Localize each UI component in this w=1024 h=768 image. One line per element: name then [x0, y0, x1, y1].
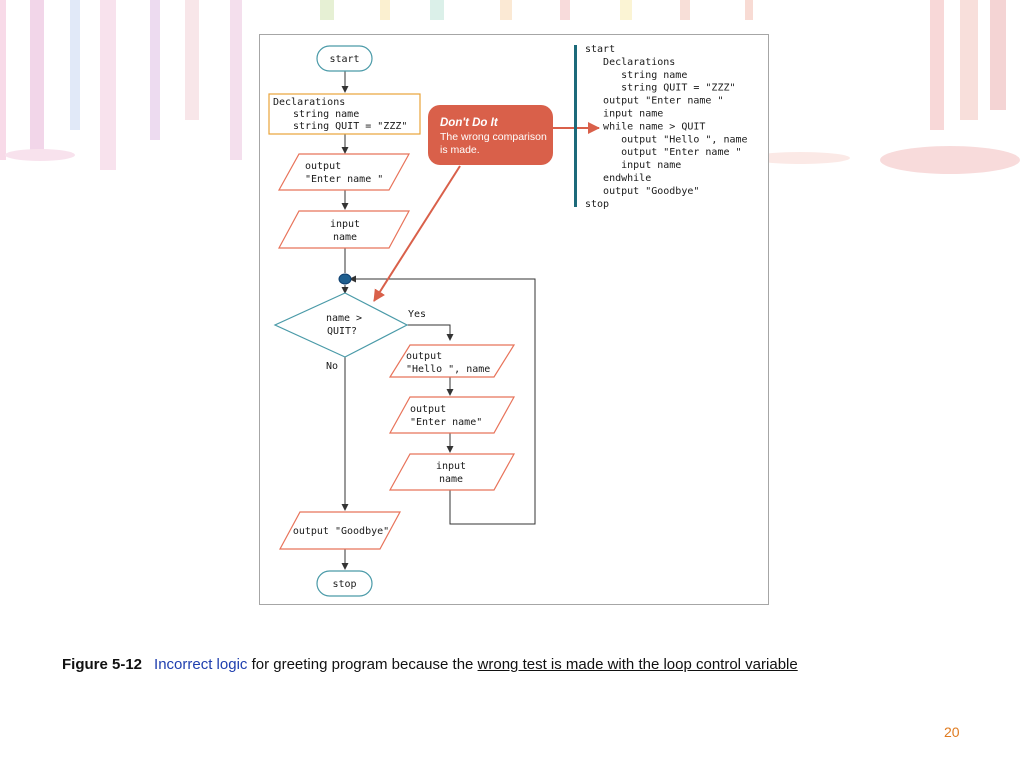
pseudocode-line: output "Enter name "	[585, 147, 742, 158]
deco-streak	[320, 0, 334, 20]
decision-text-line: QUIT?	[327, 326, 357, 337]
io-parallelogram-shape	[388, 453, 516, 491]
deco-glass-base	[880, 146, 1020, 174]
output-enter-name-loop-step: output "Enter name"	[388, 396, 516, 434]
io-text-line: name	[333, 232, 357, 243]
deco-streak	[620, 0, 632, 20]
deco-streak	[30, 0, 44, 150]
figure-frame: start Declarations string name string QU…	[259, 34, 769, 605]
caption-underlined: wrong test is made with the loop control…	[477, 656, 798, 673]
io-parallelogram-shape	[388, 344, 516, 378]
deco-streak	[430, 0, 444, 20]
pseudocode-line: output "Hello ", name	[585, 134, 748, 145]
start-label: start	[329, 54, 359, 65]
pseudocode-line: string QUIT = "ZZZ"	[585, 83, 736, 94]
callout-text-line: is made.	[440, 144, 480, 156]
deco-streak	[70, 0, 80, 130]
loop-back-connector	[349, 275, 536, 525]
io-text-line: name	[439, 474, 463, 485]
pseudocode-line: stop	[585, 199, 609, 210]
callout-box	[428, 105, 553, 165]
yes-branch-connector	[407, 324, 454, 341]
page-number: 20	[944, 724, 960, 740]
io-text-line: "Hello ", name	[406, 364, 490, 375]
pseudocode-line: output "Enter name "	[585, 96, 723, 107]
io-text-line: "Enter name "	[305, 174, 383, 185]
io-parallelogram-shape	[388, 396, 516, 434]
start-terminal: start	[316, 45, 373, 72]
stop-terminal-shape	[316, 570, 373, 597]
io-text-line: output "Goodbye"	[293, 526, 389, 537]
declarations-box: Declarations string name string QUIT = "…	[268, 93, 421, 135]
input-name-step: input name	[277, 210, 411, 249]
pseudocode-line: string name	[585, 70, 687, 81]
io-text-line: input	[436, 461, 466, 472]
deco-streak	[0, 0, 6, 160]
io-text-line: output	[305, 161, 341, 172]
pseudocode-line: while name > QUIT	[585, 121, 705, 132]
declarations-box-shape	[268, 93, 421, 135]
io-text-line: "Enter name"	[410, 417, 482, 428]
io-text-line: output	[406, 351, 442, 362]
yes-label: Yes	[408, 309, 426, 320]
pseudocode-line: endwhile	[585, 173, 651, 184]
io-parallelogram-shape	[277, 153, 411, 191]
deco-streak	[960, 0, 978, 120]
io-parallelogram-shape	[277, 210, 411, 249]
dont-do-it-callout: Don't Do It The wrong comparison is made…	[373, 105, 600, 302]
deco-streak	[990, 0, 1006, 110]
pseudocode-line: output "Goodbye"	[585, 186, 699, 197]
deco-streak	[680, 0, 690, 20]
flowchart-diagram: start Declarations string name string QU…	[268, 44, 748, 597]
stop-terminal: stop	[316, 570, 373, 597]
callout-text-line: The wrong comparison	[440, 131, 547, 143]
flow-connectors	[341, 71, 536, 570]
pseudocode-block: start Declarations string name string QU…	[574, 44, 748, 210]
callout-title: Don't Do It	[440, 117, 499, 129]
decision-diamond-shape	[273, 292, 409, 358]
caption-highlight: Incorrect logic	[154, 656, 248, 673]
deco-streak	[150, 0, 160, 140]
output-enter-name-step: output "Enter name "	[277, 153, 411, 191]
deco-glass-base	[5, 149, 75, 161]
declarations-line: string name	[293, 109, 359, 120]
decision-diamond: name > QUIT?	[273, 292, 409, 358]
pseudocode-line: input name	[585, 109, 663, 120]
output-goodbye-step: output "Goodbye"	[278, 511, 402, 550]
declarations-line: string QUIT = "ZZZ"	[293, 121, 407, 132]
caption-text: for greeting program because the	[247, 656, 478, 673]
pseudocode-line: Declarations	[585, 57, 675, 68]
pseudocode-bar	[574, 45, 577, 207]
no-label: No	[326, 361, 338, 372]
loop-connector-dot	[338, 273, 352, 285]
deco-streak	[380, 0, 390, 20]
io-text-line: output	[410, 404, 446, 415]
deco-streak	[930, 0, 944, 130]
output-hello-step: output "Hello ", name	[388, 344, 516, 378]
pseudocode-lines: start Declarations string name string QU…	[585, 44, 748, 210]
callout-arrow-to-decision	[373, 165, 461, 302]
deco-streak	[185, 0, 199, 120]
deco-streak	[745, 0, 753, 20]
input-name-loop-step: input name	[388, 453, 516, 491]
pseudocode-line: input name	[585, 160, 681, 171]
caption-figure-label: Figure 5-12	[62, 656, 143, 673]
declarations-line: Declarations	[273, 97, 345, 108]
figure-caption: Figure 5-12 Incorrect logic for greeting …	[62, 656, 798, 673]
stop-label: stop	[332, 579, 356, 590]
io-parallelogram-shape	[278, 511, 402, 550]
decision-text-line: name >	[326, 313, 362, 324]
pseudocode-line: start	[585, 44, 615, 55]
io-text-line: input	[330, 219, 360, 230]
deco-streak	[230, 0, 242, 160]
start-terminal-shape	[316, 45, 373, 72]
deco-streak	[560, 0, 570, 20]
deco-streak	[100, 0, 116, 170]
deco-streak	[500, 0, 512, 20]
